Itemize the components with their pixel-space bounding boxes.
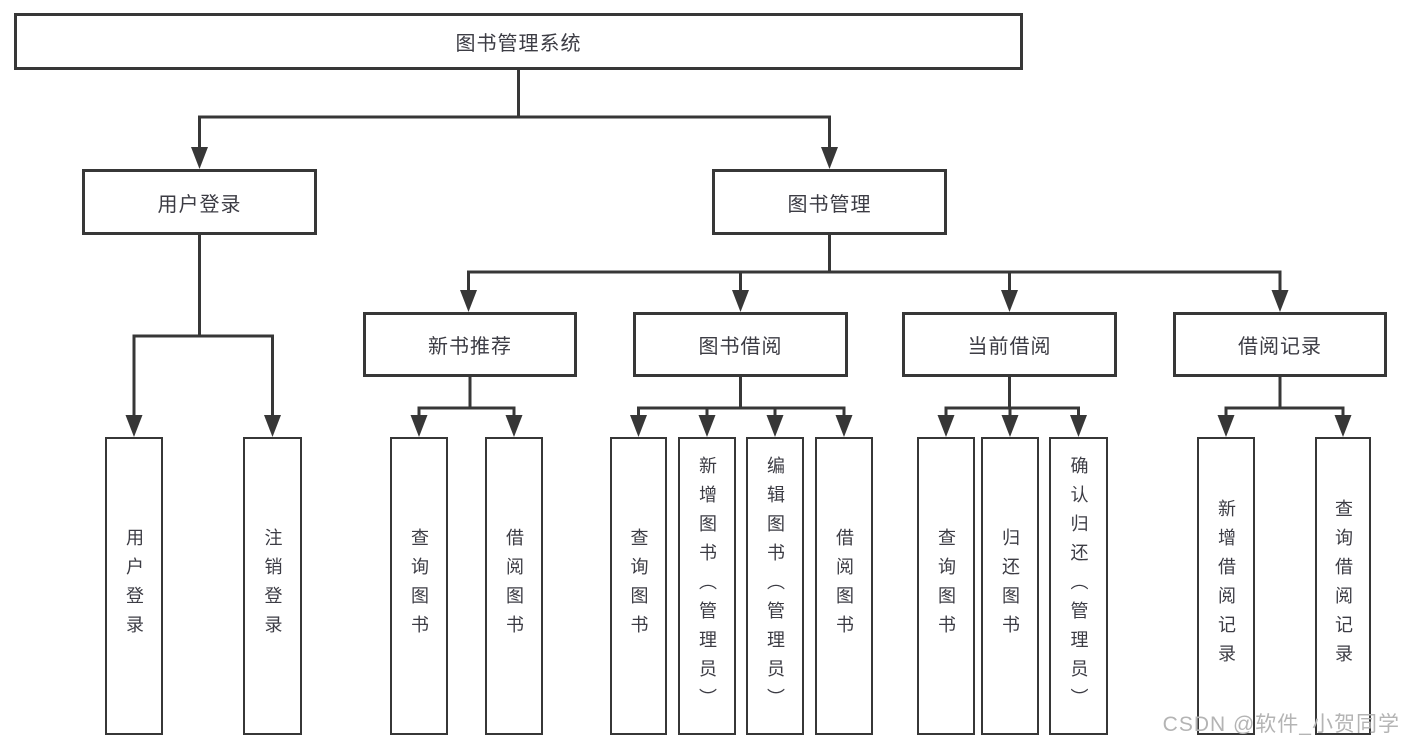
node-new-book-recommend: 新书推荐 bbox=[363, 312, 577, 377]
leaf-label: 查询借阅记录 bbox=[1333, 499, 1353, 673]
leaf-label: 归还图书 bbox=[1000, 528, 1020, 644]
leaf-query-books-borrow: 查询图书 bbox=[610, 437, 667, 735]
leaf-query-books-current: 查询图书 bbox=[917, 437, 975, 735]
node-borrow-records: 借阅记录 bbox=[1173, 312, 1387, 377]
leaf-logout: 注销登录 bbox=[243, 437, 302, 735]
leaf-borrow-books: 借阅图书 bbox=[815, 437, 873, 735]
node-book-management: 图书管理 bbox=[712, 169, 947, 235]
leaf-query-borrow-record: 查询借阅记录 bbox=[1315, 437, 1371, 735]
leaf-query-books-recommend: 查询图书 bbox=[390, 437, 448, 735]
leaf-label: 查询图书 bbox=[936, 528, 956, 644]
leaf-borrow-books-recommend: 借阅图书 bbox=[485, 437, 543, 735]
leaf-label: 查询图书 bbox=[409, 528, 429, 644]
leaf-label: 新增借阅记录 bbox=[1216, 499, 1236, 673]
leaf-label: 用户登录 bbox=[124, 528, 144, 644]
leaf-add-books-admin: 新增图书（管理员） bbox=[678, 437, 736, 735]
node-current-borrow: 当前借阅 bbox=[902, 312, 1117, 377]
leaf-add-borrow-record: 新增借阅记录 bbox=[1197, 437, 1255, 735]
leaf-user-login: 用户登录 bbox=[105, 437, 163, 735]
leaf-return-books: 归还图书 bbox=[981, 437, 1039, 735]
node-book-borrow: 图书借阅 bbox=[633, 312, 848, 377]
node-library-management-system: 图书管理系统 bbox=[14, 13, 1023, 70]
leaf-label: 编辑图书（管理员） bbox=[765, 455, 785, 717]
leaf-label: 查询图书 bbox=[628, 528, 649, 644]
leaf-label: 确认归还（管理员） bbox=[1068, 455, 1089, 717]
connector-elbows bbox=[132, 69, 1345, 416]
leaf-label: 借阅图书 bbox=[834, 528, 854, 644]
leaf-edit-books-admin: 编辑图书（管理员） bbox=[746, 437, 804, 735]
leaf-confirm-return-admin: 确认归还（管理员） bbox=[1049, 437, 1108, 735]
node-user-login: 用户登录 bbox=[82, 169, 317, 235]
leaf-label: 注销登录 bbox=[262, 528, 283, 644]
leaf-label: 新增图书（管理员） bbox=[697, 455, 717, 717]
leaf-label: 借阅图书 bbox=[504, 528, 524, 644]
csdn-watermark: CSDN @软件_小贺同学 bbox=[1162, 713, 1400, 736]
connector-arrowheads bbox=[125, 147, 1352, 437]
